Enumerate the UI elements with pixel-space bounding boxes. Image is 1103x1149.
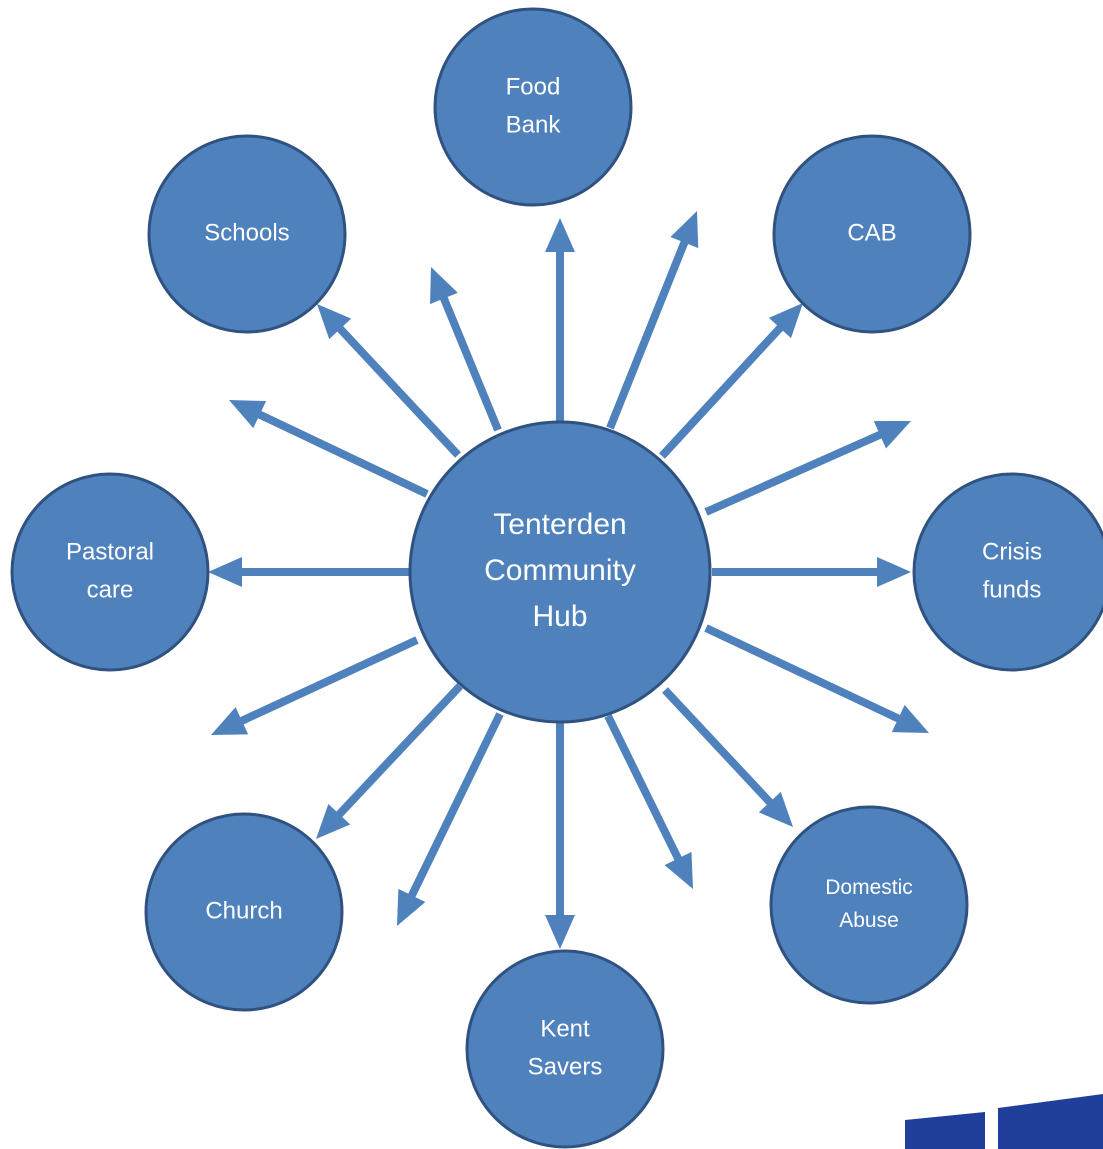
cab-node: CAB <box>772 134 972 334</box>
domestic-abuse-node-label: Domestic <box>825 876 913 899</box>
crisis-funds-node-circle <box>912 472 1103 672</box>
church-node-label: Church <box>205 897 282 924</box>
arrow <box>316 683 463 839</box>
corner-logo <box>905 1094 1103 1149</box>
domestic-abuse-node-circle <box>769 805 969 1005</box>
arrow-shaft <box>335 683 463 819</box>
logo-block-left <box>905 1112 985 1149</box>
logo-block-right <box>998 1094 1103 1149</box>
arrow-head <box>545 218 575 252</box>
arrow <box>317 304 461 458</box>
crisis-funds-node: Crisis funds <box>912 472 1103 672</box>
arrow-head <box>758 791 793 827</box>
arrow-shaft <box>335 324 461 458</box>
kent-savers-node-circle <box>465 949 665 1149</box>
arrow-head <box>768 303 803 339</box>
arrow-shaft <box>606 239 689 430</box>
arrow <box>604 714 693 889</box>
pastoral-care-node-circle <box>10 472 210 672</box>
hub-node-label: Hub <box>532 600 587 633</box>
arrow-head <box>211 707 249 735</box>
pastoral-care-node-label: care <box>87 576 134 603</box>
arrow <box>545 722 575 949</box>
food-bank-node-circle <box>433 7 633 207</box>
arrow-head <box>670 211 699 249</box>
arrow-head <box>891 704 929 733</box>
arrow-head <box>208 557 242 587</box>
arrow <box>208 557 410 587</box>
schools-node-label: Schools <box>204 219 289 246</box>
hub-node-label: Tenterden <box>493 508 626 541</box>
arrow <box>606 211 699 430</box>
arrow-head <box>317 304 352 340</box>
arrow-head <box>397 888 426 926</box>
cab-node-label: CAB <box>847 219 896 246</box>
arrow <box>545 218 575 422</box>
cab-node-circle <box>772 134 972 334</box>
church-node: Church <box>144 812 344 1012</box>
arrow <box>430 267 502 432</box>
arrow-shaft <box>439 295 502 432</box>
arrow-shaft <box>662 687 775 807</box>
arrow-shaft <box>659 323 785 459</box>
arrow <box>704 624 929 733</box>
pastoral-care-node: Pastoral care <box>10 472 210 672</box>
arrow <box>229 400 429 498</box>
arrow-shaft <box>704 624 902 723</box>
arrow-shaft <box>238 636 419 726</box>
food-bank-node-label: Bank <box>506 111 562 138</box>
hub-node-label: Community <box>484 554 636 587</box>
arrow <box>712 557 911 587</box>
arrows <box>208 211 929 949</box>
crisis-funds-node-label: Crisis <box>982 538 1042 565</box>
schools-node: Schools <box>147 134 347 334</box>
arrow-shaft <box>604 714 683 863</box>
hub-node-circle <box>408 420 712 724</box>
crisis-funds-node-label: funds <box>983 576 1042 603</box>
arrow-shaft <box>704 430 884 516</box>
arrow-head <box>873 421 911 449</box>
domestic-abuse-node-label: Abuse <box>839 909 899 932</box>
arrow-head <box>229 400 267 429</box>
arrow-head <box>664 851 693 889</box>
arrow-head <box>877 557 911 587</box>
arrow-head <box>430 267 458 305</box>
pastoral-care-node-label: Pastoral <box>66 538 154 565</box>
arrow <box>659 303 803 459</box>
arrow-shaft <box>256 410 429 498</box>
kent-savers-node-label: Savers <box>528 1053 603 1080</box>
kent-savers-node-label: Kent <box>540 1015 590 1042</box>
arrow <box>704 421 911 516</box>
arrow-head <box>316 803 351 839</box>
arrow-head <box>545 915 575 949</box>
arrow-shaft <box>407 712 504 899</box>
arrow <box>397 712 504 926</box>
food-bank-node-label: Food <box>506 73 561 100</box>
church-node-circle <box>144 812 344 1012</box>
arrow <box>211 636 419 735</box>
schools-node-circle <box>147 134 347 334</box>
arrow <box>662 687 793 827</box>
